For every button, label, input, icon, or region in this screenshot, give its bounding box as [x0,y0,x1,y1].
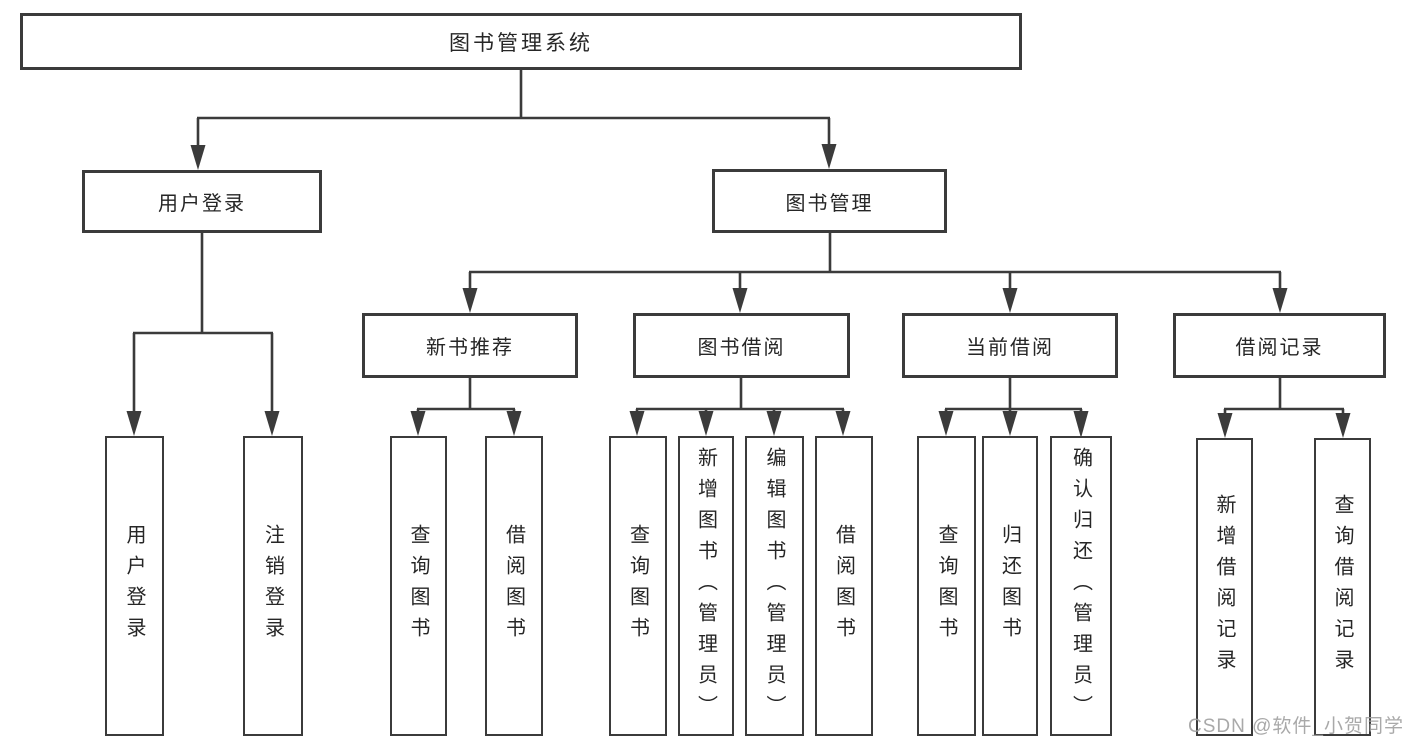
leaf-add-book-admin: 新增图书（管理员） [678,436,734,736]
csdn-watermark: CSDN @软件_小贺同学 [1188,716,1404,737]
leaf-borrow-books-recommend: 借阅图书 [485,436,543,736]
node-book-management: 图书管理 [712,169,947,233]
leaf-query-books-borrowing: 查询图书 [609,436,667,736]
leaf-logout: 注销登录 [243,436,303,736]
leaf-add-borrow-record: 新增借阅记录 [1196,438,1253,736]
node-library-system: 图书管理系统 [20,13,1022,70]
leaf-query-borrow-record: 查询借阅记录 [1314,438,1371,736]
node-book-borrowing: 图书借阅 [633,313,850,378]
node-current-borrowing: 当前借阅 [902,313,1118,378]
leaf-query-books-recommend: 查询图书 [390,436,447,736]
leaf-edit-book-admin: 编辑图书（管理员） [745,436,804,736]
leaf-query-books-current: 查询图书 [917,436,976,736]
leaf-user-login: 用户登录 [105,436,164,736]
node-borrowing-records: 借阅记录 [1173,313,1386,378]
leaf-confirm-return-admin: 确认归还（管理员） [1050,436,1112,736]
node-new-book-recommend: 新书推荐 [362,313,578,378]
leaf-return-books: 归还图书 [982,436,1038,736]
node-user-login: 用户登录 [82,170,322,233]
leaf-borrow-books-borrowing: 借阅图书 [815,436,873,736]
